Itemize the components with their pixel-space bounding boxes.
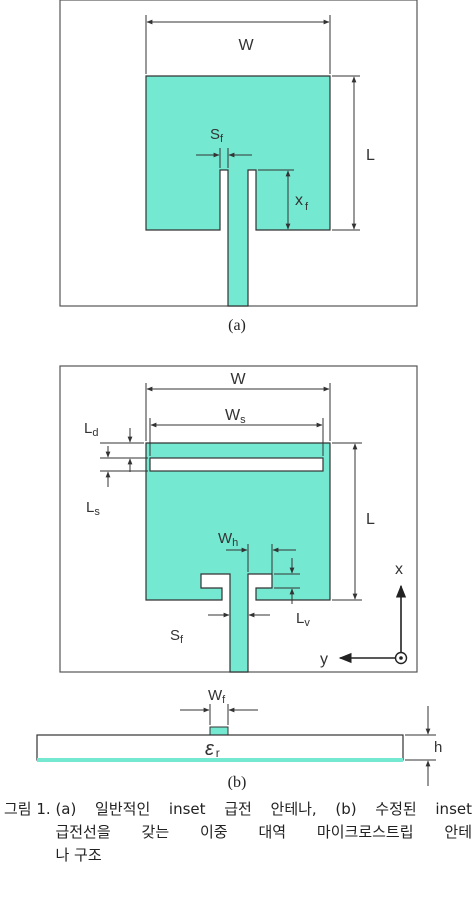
a-sf-label: Sf bbox=[210, 126, 224, 145]
b-l-label: L bbox=[366, 511, 375, 528]
b-lv-label: Lv bbox=[296, 610, 310, 629]
side-view-ground bbox=[37, 758, 403, 762]
z-axis-symbol-dot bbox=[399, 656, 403, 660]
figure-b-slot bbox=[149, 457, 324, 472]
a-w-label: W bbox=[238, 37, 254, 54]
caption-line-1: (a) 일반적인 inset 급전 안테나, (b) 수정된 inset bbox=[55, 800, 472, 818]
figure-caption: 그림 1. (a) 일반적인 inset 급전 안테나, (b) 수정된 ins… bbox=[4, 798, 472, 867]
side-view-substrate bbox=[36, 734, 404, 761]
a-l-label: L bbox=[366, 147, 375, 164]
y-axis-label: y bbox=[320, 651, 328, 668]
b-ws-label: Ws bbox=[225, 407, 246, 426]
figure-a-label: (a) bbox=[228, 317, 246, 334]
wf-label: Wf bbox=[208, 687, 226, 706]
figure-b-patch bbox=[145, 442, 331, 673]
caption-line-3: 나 구조 bbox=[55, 846, 102, 864]
side-view-feed bbox=[209, 726, 229, 736]
figure-b-label: (b) bbox=[228, 774, 247, 790]
h-label: h bbox=[434, 739, 442, 756]
caption-line-2: 급전선을 갖는 이중 대역 마이크로스트립 안테 bbox=[55, 823, 472, 841]
b-ld-label: Ld bbox=[84, 420, 98, 439]
b-w-label: W bbox=[230, 371, 246, 388]
caption-number: 그림 1. bbox=[4, 800, 56, 818]
b-sf-label: Sf bbox=[170, 627, 184, 646]
b-ls-label: Ls bbox=[86, 499, 100, 518]
figure-b: W Ws Ld Ls L Wh Lv bbox=[36, 365, 442, 786]
figure-a-patch bbox=[145, 75, 331, 307]
x-axis-label: x bbox=[395, 561, 403, 578]
b-wh-label: Wh bbox=[218, 530, 238, 549]
